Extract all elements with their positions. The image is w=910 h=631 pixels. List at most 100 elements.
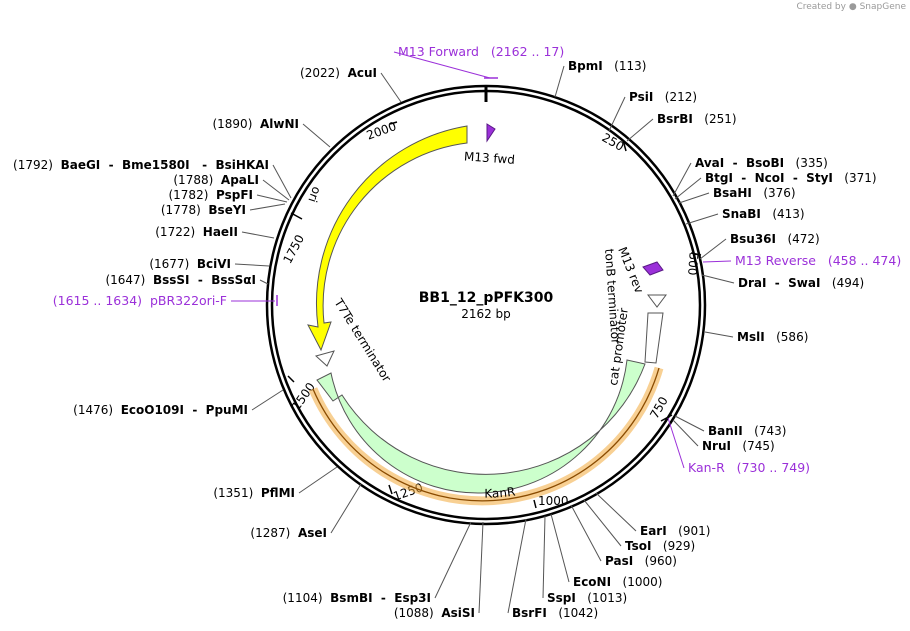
site-name: SnaBI (722, 207, 761, 221)
leader-bsssi (259, 279, 269, 285)
leader-apali (262, 179, 290, 201)
site-name: HaeII (203, 225, 238, 239)
leader-drai (701, 274, 735, 284)
leader-pspfi (256, 194, 288, 203)
site-label-asisi: (1088) AsiSI (394, 606, 475, 620)
site-name: EarI (640, 524, 667, 538)
leader-bseyi (249, 203, 286, 211)
leader-bsmbi (434, 521, 472, 599)
m13-rev-primer-arrow (642, 261, 664, 276)
site-position: (1792) (13, 158, 61, 172)
site-label-acui: (2022) AcuI (300, 66, 377, 80)
site-position: (1088) (394, 606, 442, 620)
tick-label-1750: 1750 (280, 232, 307, 266)
site-label-bsrfi: BsrFI (1042) (512, 606, 598, 620)
site-position: (1013) (576, 591, 627, 605)
site-name: PasI (605, 554, 633, 568)
site-aliases: - Bme1580I - BsiHKAI (100, 158, 269, 172)
site-name: BciVI (197, 257, 231, 271)
leader-pflmi (298, 466, 338, 494)
site-position: (1722) (155, 225, 203, 239)
feature-label-kanr: KanR (484, 484, 516, 500)
site-name: ApaLI (221, 173, 259, 187)
site-label-m13f: M13 Forward (2162 .. 17) (398, 44, 564, 59)
site-position: (1287) (250, 526, 298, 540)
site-name: EcoNI (573, 575, 611, 589)
site-name: AvaI (695, 156, 724, 170)
leader-snabi (685, 213, 719, 225)
site-name: BtgI (705, 171, 733, 185)
site-label-bsu36i: Bsu36I (472) (730, 232, 820, 246)
primer-leader-lines (231, 51, 732, 469)
site-label-kanr: Kan-R (730 .. 749) (688, 460, 810, 475)
site-position: (929) (651, 539, 695, 553)
site-label-haeii: (1722) HaeII (155, 225, 238, 239)
leader-sspi (542, 515, 546, 599)
site-label-m13r: M13 Reverse (458 .. 474) (735, 253, 901, 268)
leader-asisi (478, 521, 484, 614)
site-label-nrui: NruI (745) (702, 439, 775, 453)
site-name: NruI (702, 439, 731, 453)
site-position: (730 .. 749) (725, 460, 810, 475)
leader-econi (550, 513, 570, 583)
leader-lines (234, 65, 735, 614)
leader-btgi (674, 177, 702, 200)
site-name: Kan-R (688, 460, 725, 475)
site-label-bsssi: (1647) BssSI - BssSαI (105, 273, 256, 287)
site-position: (960) (633, 554, 677, 568)
site-label-bsmbi: (1104) BsmBI - Esp3I (283, 591, 431, 605)
tick-label-2000: 2000 (365, 119, 398, 143)
leader-nrui (672, 419, 699, 447)
site-aliases: - Esp3I (373, 591, 431, 605)
site-name: M13 Forward (398, 44, 479, 59)
site-label-econi: EcoNI (1000) (573, 575, 662, 589)
site-name: AseI (298, 526, 327, 540)
leader-eari (595, 492, 637, 532)
site-label-bsahi: BsaHI (376) (713, 186, 796, 200)
site-position: (458 .. 474) (816, 253, 901, 268)
site-label-bseyi: (1778) BseYI (161, 203, 246, 217)
site-name: BaeGI (61, 158, 101, 172)
feature-label-tonb-terminator: tonB terminator (602, 248, 623, 344)
site-label-bcivi: (1677) BciVI (149, 257, 231, 271)
site-label-bae: (1792) BaeGI - Bme1580I - BsiHKAI (13, 158, 269, 172)
site-position: (376) (752, 186, 796, 200)
cat-promoter-feature (644, 312, 664, 364)
leader-alwni (302, 123, 331, 148)
leader-asei (330, 483, 362, 534)
site-labels: (2022) AcuI (1890) AlwNI (1792) BaeGI - Bm… (13, 44, 901, 620)
site-label-eco: (1476) EcoO109I - PpuMI (73, 403, 248, 417)
site-name: BsmBI (330, 591, 372, 605)
site-name: BpmI (568, 59, 603, 73)
site-label-eari: EarI (901) (640, 524, 710, 538)
feature-label-ori: ori (305, 185, 324, 204)
site-position: (1677) (149, 257, 197, 271)
site-label-tsoi: TsoI (929) (625, 539, 695, 553)
site-label-psii: PsiI (212) (629, 90, 697, 104)
tick-marks (287, 121, 702, 509)
site-label-bpmi: BpmI (113) (568, 59, 646, 73)
site-label-alwni: (1890) AlwNI (212, 117, 299, 131)
primer-site-label-m13-rev: M13 rev (615, 245, 646, 295)
site-label-banii: BanII (743) (708, 424, 786, 438)
site-position: (371) (833, 171, 877, 185)
site-name: AlwNI (260, 117, 299, 131)
site-position: (251) (693, 112, 737, 126)
site-position: (1351) (213, 486, 261, 500)
site-label-sspi: SspI (1013) (547, 591, 627, 605)
site-label-msli: MslI (586) (737, 330, 808, 344)
site-label-pasi: PasI (960) (605, 554, 677, 568)
leader-banii (674, 415, 705, 432)
site-position: (1042) (547, 606, 598, 620)
site-position: (212) (653, 90, 697, 104)
leader-eco (251, 389, 284, 411)
site-label-asei: (1287) AseI (250, 526, 327, 540)
site-name: BseYI (208, 203, 246, 217)
plasmid-name: BB1_12_pPFK300 (419, 290, 554, 306)
site-name: DraI (738, 276, 766, 290)
leader-m13f (393, 51, 491, 79)
credit-brand: SnapGene (859, 2, 906, 12)
site-name: EcoO109I (121, 403, 184, 417)
site-label-pbr: (1615 .. 1634) pBR322ori-F (53, 293, 227, 308)
leader-bae (272, 164, 292, 199)
